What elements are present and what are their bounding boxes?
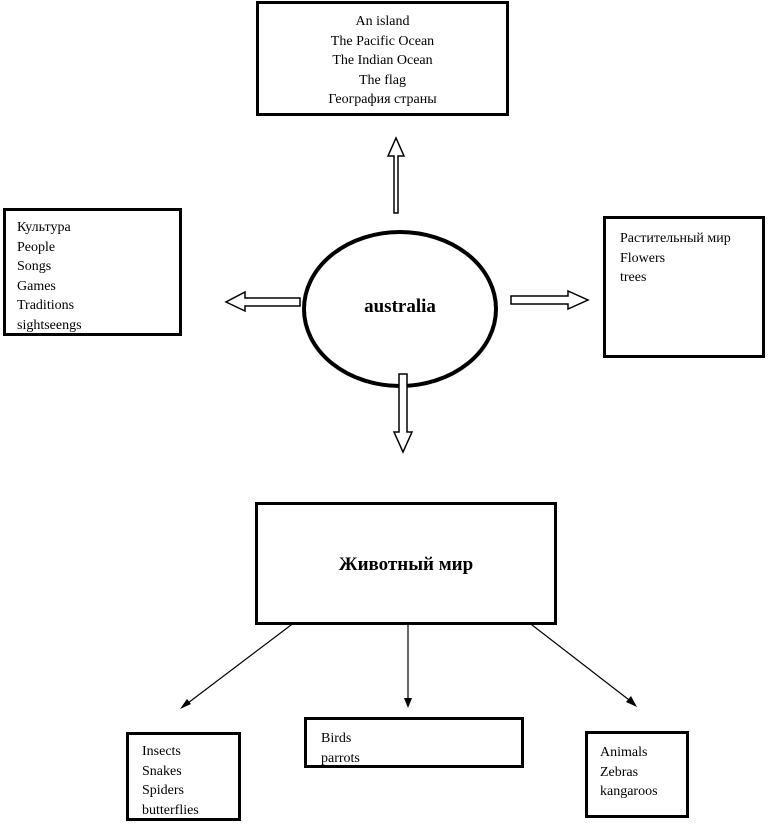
center-label: australia (364, 296, 436, 317)
arrow-up-icon (386, 136, 406, 214)
culture-box: Культура People Songs Games Traditions s… (3, 208, 182, 336)
animals-box: Animals Zebras kangaroos (585, 731, 689, 818)
animals-line: Zebras (600, 764, 639, 780)
insects-line: butterflies (142, 802, 199, 818)
animals-line: kangaroos (600, 784, 658, 799)
birds-line: parrots (321, 750, 360, 766)
arrow-to-animals (522, 617, 634, 704)
geography-line: География страны (328, 92, 437, 107)
animals-line: Animals (600, 745, 648, 760)
plants-line: Растительный мир (620, 231, 731, 246)
geography-line: The Indian Ocean (332, 53, 433, 68)
arrow-left-icon (224, 290, 301, 313)
culture-line: Культура (17, 220, 71, 235)
geography-line: The Pacific Ocean (330, 33, 435, 49)
animal-world-title: Животный мир (338, 554, 474, 575)
arrow-down-icon (392, 373, 414, 454)
birds-box: Birds parrots (304, 717, 524, 768)
arrowhead-animals-icon (626, 696, 637, 707)
arrowhead-birds-icon (404, 698, 412, 708)
culture-line: People (17, 239, 56, 255)
culture-line: Games (17, 278, 56, 294)
insects-box: Insects Snakes Spiders butterflies (126, 732, 241, 821)
plants-line: Flowers (620, 250, 666, 266)
insects-line: Snakes (142, 763, 182, 779)
culture-line: sightseengs (17, 317, 82, 333)
arrow-right-icon (510, 289, 590, 311)
plants-line: trees (620, 270, 647, 285)
arrowhead-insects-icon (180, 699, 191, 709)
plants-box: Растительный мир Flowers trees (603, 216, 765, 358)
culture-line: Songs (17, 259, 52, 274)
insects-line: Spiders (142, 783, 184, 798)
culture-line: Traditions (17, 298, 75, 313)
geography-line: An island (355, 14, 410, 29)
birds-line: Birds (321, 731, 352, 746)
geography-line: The flag (358, 72, 407, 88)
arrow-to-insects (183, 621, 296, 707)
insects-line: Insects (142, 744, 181, 759)
animal-world-box: Животный мир (255, 502, 557, 625)
geography-box: An island The Pacific Ocean The Indian O… (256, 1, 509, 116)
